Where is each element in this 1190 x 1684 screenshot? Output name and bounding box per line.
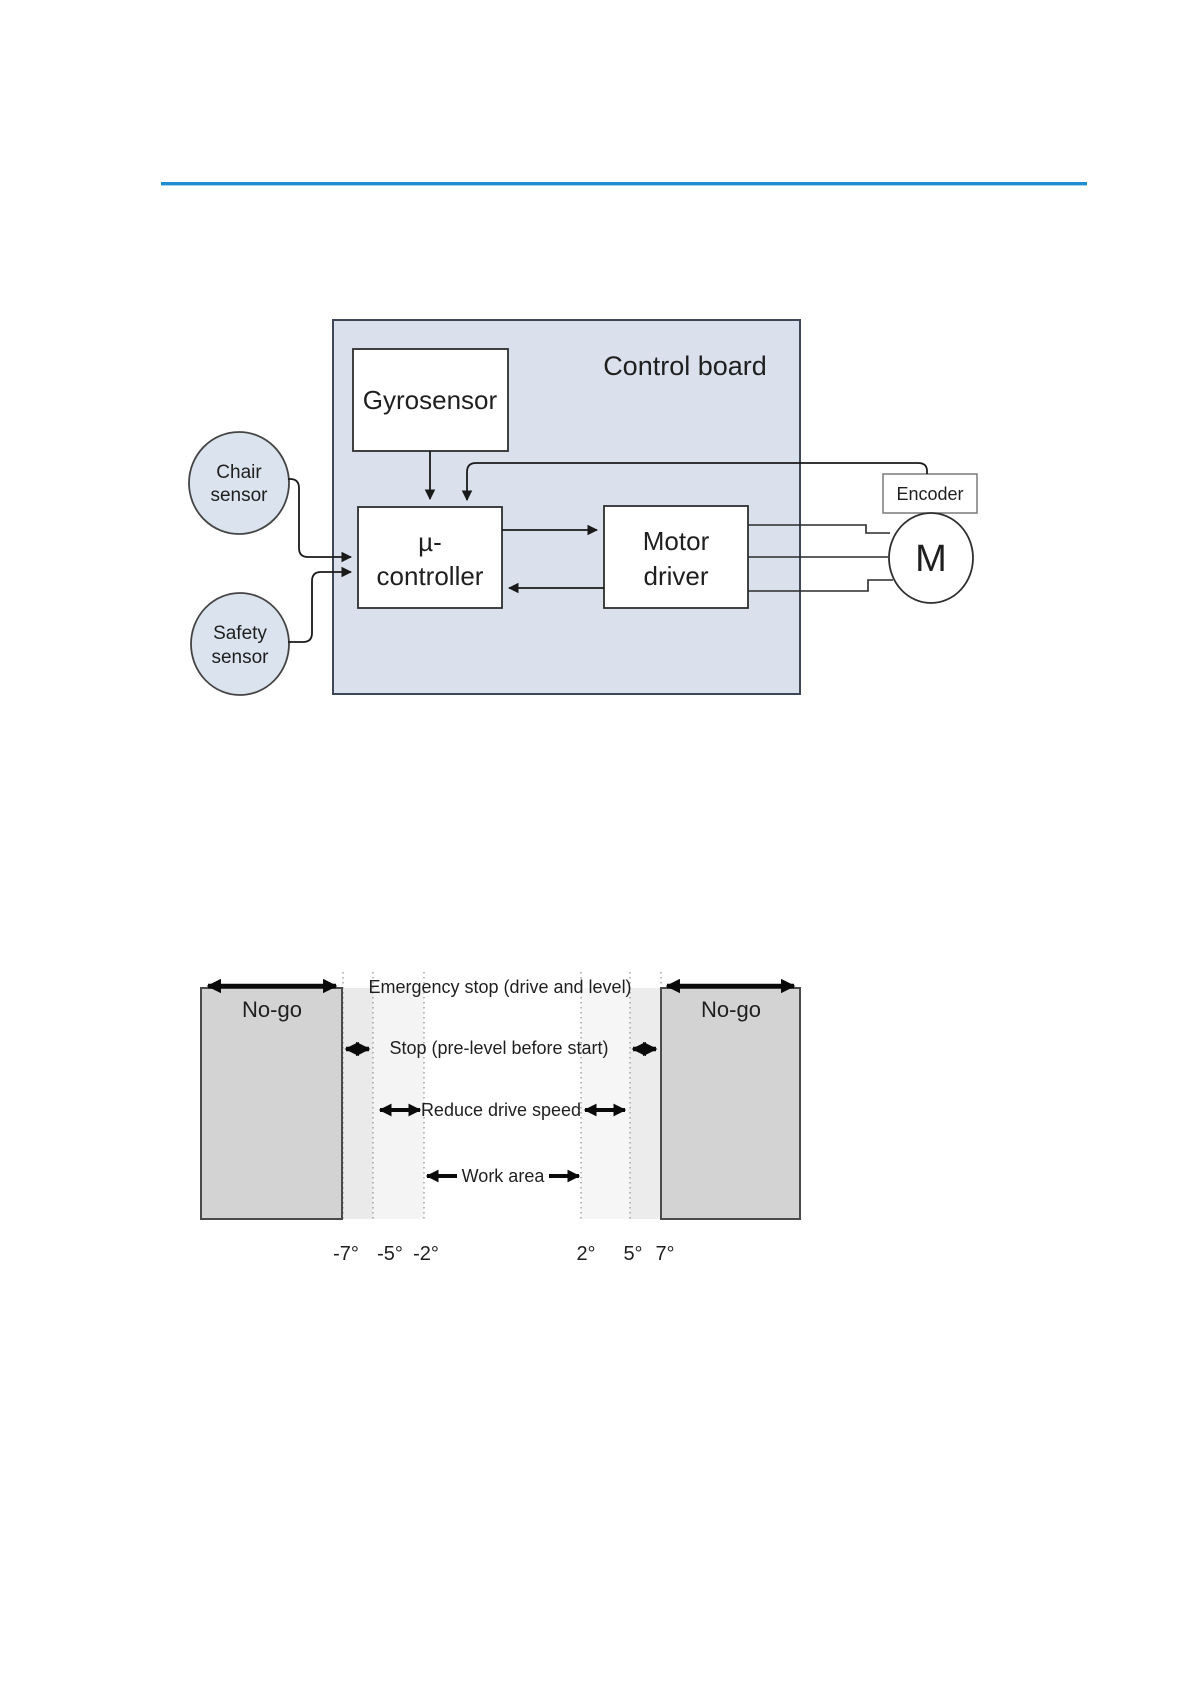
angle-tick-labels: -7° -5° -2° 2° 5° 7° <box>333 1243 674 1265</box>
safety-sensor-label-line2: sensor <box>211 647 269 668</box>
header-rule <box>161 182 1087 186</box>
safety-sensor-arrow <box>288 566 353 643</box>
chair-sensor-ellipse <box>188 431 290 535</box>
mu-controller-label-line2: controller <box>377 561 484 591</box>
control-board-diagram: Control board Gyrosensor µ- controller M… <box>188 319 978 696</box>
motor-label: M <box>915 538 947 580</box>
control-board-label: Control board <box>603 351 767 381</box>
angle-tick-neg7: -7° <box>333 1243 359 1265</box>
zone-strip-neg5-neg2 <box>373 988 424 1219</box>
no-go-label-right: No-go <box>701 997 761 1022</box>
no-go-block-right <box>660 987 801 1220</box>
work-area-label: Work area <box>462 1166 546 1186</box>
chair-sensor-arrow <box>288 478 353 563</box>
mu-controller-label-line1: µ- <box>418 527 442 557</box>
encoder-label: Encoder <box>896 484 963 504</box>
zone-strip-5-7 <box>630 988 661 1219</box>
angle-tick-pos5: 5° <box>623 1243 642 1265</box>
gyrosensor-label: Gyrosensor <box>363 385 498 415</box>
gyrosensor-box <box>352 348 509 452</box>
tilt-zone-diagram: No-go No-go Emergency stop (drive and le… <box>200 972 801 1265</box>
angle-tick-pos2: 2° <box>576 1243 595 1265</box>
angle-tick-neg5: -5° <box>377 1243 403 1265</box>
emergency-stop-label: Emergency stop (drive and level) <box>368 977 631 997</box>
safety-sensor-label-line1: Safety <box>213 623 267 644</box>
angle-tick-pos7: 7° <box>655 1243 674 1265</box>
no-go-label-left: No-go <box>242 997 302 1022</box>
zone-strip-neg7-neg5 <box>343 988 373 1219</box>
motor-driver-box <box>603 505 749 609</box>
no-go-block-left <box>200 987 343 1220</box>
chair-sensor-label-line2: sensor <box>210 485 268 506</box>
zone-strip-2-5 <box>581 988 630 1219</box>
motor-circle <box>888 512 974 604</box>
driver-to-motor-line-top <box>748 524 890 534</box>
stop-label: Stop (pre-level before start) <box>389 1038 608 1058</box>
motor-driver-label-line2: driver <box>643 561 708 591</box>
mu-controller-box <box>357 506 503 609</box>
angle-tick-neg2: -2° <box>413 1243 439 1265</box>
reduce-drive-speed-label: Reduce drive speed <box>421 1100 581 1120</box>
chair-sensor-label-line1: Chair <box>216 462 262 483</box>
safety-sensor-ellipse <box>190 592 290 696</box>
motor-driver-label-line1: Motor <box>643 526 710 556</box>
encoder-feedback-arrow <box>461 462 928 502</box>
driver-to-motor-line-bottom <box>748 579 893 592</box>
